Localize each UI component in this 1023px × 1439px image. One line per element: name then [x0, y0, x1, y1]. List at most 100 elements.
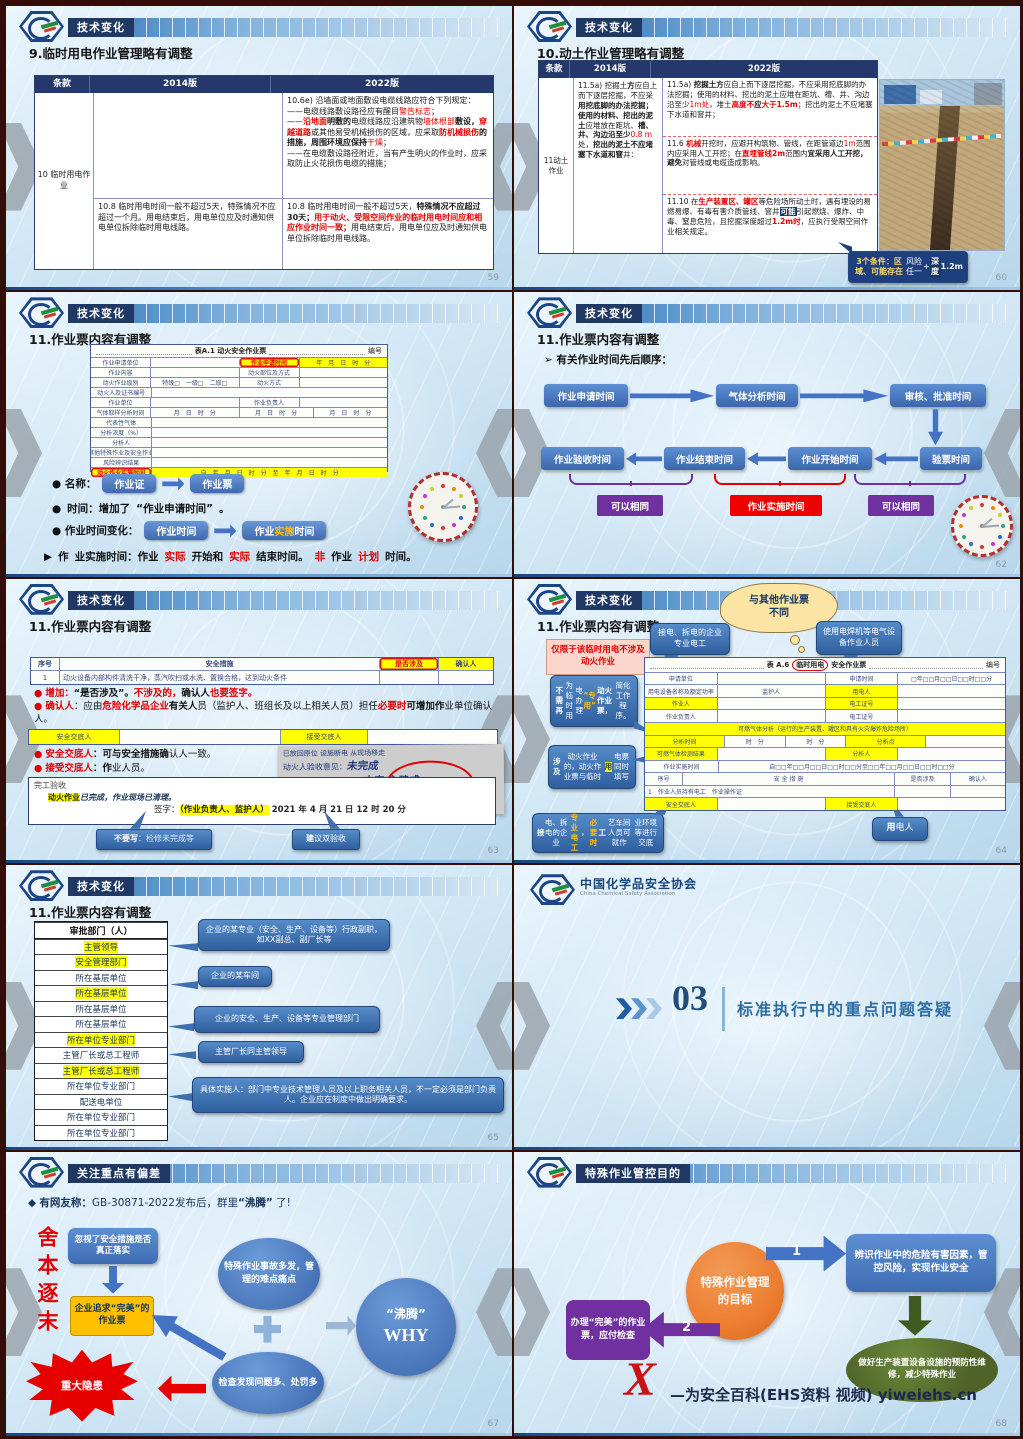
td-measure: 动火设备内部构件清洗干净，蒸汽吹扫或水洗、置换合格，达到动火条件 — [59, 671, 379, 684]
list-item: 所在基层单位 — [35, 1016, 167, 1032]
form-cell — [716, 710, 825, 722]
netizen-quote: ◆ 有网友称：GB-30871-2022发布后，群里“沸腾” 了! — [28, 1196, 291, 1209]
form-cell — [949, 785, 1006, 798]
slide-header-label: 技术变化 — [68, 877, 134, 897]
form-cell: 时 分 — [723, 735, 785, 748]
form-cell: 月 日 时 分 — [238, 408, 313, 418]
header-bar — [68, 590, 498, 610]
double-check-callout: 建议双验收 — [292, 828, 360, 850]
form-title-suffix: 安全作业票 — [831, 660, 867, 669]
new-name-button: 作业票 — [190, 474, 245, 494]
form-cell: 风险辨识结果 — [103, 460, 140, 468]
form-cell — [897, 710, 1005, 722]
perfect-ticket-box: 企业追求“完美”的作业票 — [70, 1295, 154, 1336]
col-header-2022: 2022版 — [650, 61, 877, 78]
power-user-callout: 用电人 — [872, 816, 928, 841]
callout-pointer — [168, 943, 198, 952]
accidents-ellipse: 特殊作业事故多发，管理的难点痛点 — [218, 1237, 320, 1310]
form-cell: □年□□月□□日□□时□□分 — [897, 672, 1005, 685]
form-cell: 安全交底人 — [645, 798, 717, 810]
watermark-text: —为安全百科(EHS资料 视频) yiweiehs.cn — [670, 1385, 977, 1404]
form-cell: 序号 — [657, 776, 670, 784]
form-cell: 动火作业级别 — [102, 380, 139, 388]
td-index: 1 — [42, 673, 48, 682]
form-cell: 作业申请单位 — [102, 360, 139, 368]
section-title: 标准执行中的重点问题答疑 — [737, 1000, 954, 1020]
csa-logo-icon — [527, 583, 572, 615]
form-cell: 用电设备名称及额定功率 — [647, 688, 714, 696]
callout-chief: 主管厂长同主管领导 — [198, 1041, 304, 1064]
brace-left — [569, 474, 693, 487]
chevron-accent-icon — [616, 998, 632, 1020]
form-cell — [716, 697, 825, 710]
csa-logo-icon — [530, 874, 575, 906]
wf-line: 动火作业已完成，作业现场已清理。 — [48, 792, 176, 802]
list-item: 审批部门（人） — [35, 922, 167, 939]
slide-header-label: 技术变化 — [576, 590, 642, 610]
divider-bar — [722, 987, 725, 1032]
list-item: 所在基层单位 — [35, 985, 167, 1001]
form-number-label: 编号 — [986, 660, 1001, 669]
list-item: 主管领导 — [35, 938, 167, 955]
header-bar — [68, 1163, 498, 1183]
callout-pointer — [170, 981, 198, 990]
header-bar — [576, 18, 1006, 37]
photo-equipment — [974, 83, 1002, 106]
slide-header-label: 特殊作业管控目的 — [576, 1163, 690, 1183]
form-title-prefix: 表 A.6 — [766, 660, 790, 669]
form-cell: 年 月 日 时 分 — [298, 358, 387, 368]
form-cell: 作业人 — [645, 697, 717, 710]
wf-label: 完工验收 — [34, 780, 66, 790]
clock-image — [408, 472, 478, 543]
callout-workshop: 企业的某车间 — [198, 966, 272, 988]
chevron-right-decor-icon — [984, 981, 1020, 1070]
bullet-confirmer: ● 确认人：应由危险化学品企业有关人员（监护人、班组长及以上相关人员）担任必要时… — [34, 700, 492, 725]
chevron-right-decor-icon — [476, 1268, 512, 1357]
arrow-left-icon — [626, 452, 662, 466]
arrow-right-icon — [800, 389, 888, 403]
form-cell — [151, 438, 387, 448]
form-cell: 作业实施时间 — [663, 763, 700, 771]
cell-2022-b: 11.6 机械开挖时，应避开构筑物、管线，在距管道边1m范围内应采用人工开挖；在… — [663, 135, 877, 195]
arrow-right-icon — [326, 1315, 356, 1336]
form-cell: 动火部位及方式 — [238, 368, 299, 378]
form-cell: 监护人 — [716, 685, 825, 697]
slide-title: 11.作业票内容有调整 — [537, 618, 660, 634]
callout-pointer — [168, 1051, 196, 1060]
slide-59: 技术变化 9.临时用电作业管理略有调整 条款 2014版 2022版 10 临时… — [6, 6, 512, 291]
time-change-label: ● 作业时间变化： — [52, 525, 139, 538]
slide-header-label: 技术变化 — [576, 304, 642, 324]
old-time-button: 作业时间 — [144, 521, 209, 541]
form-cell: 动火人及证书编号 — [97, 390, 146, 398]
list-item: 所在单位专业部门 — [35, 1109, 167, 1125]
chevron-left-decor-icon — [514, 1268, 550, 1357]
sequence-bullet: ➢ 有关作业时间先后顺序： — [544, 354, 672, 367]
briefing-table: 安全交底人 接受交底人 — [28, 728, 498, 745]
form-cell: 月 日 时 分 — [312, 408, 387, 418]
row-label: 10 临时用电作业 — [35, 93, 94, 269]
form-title-ringed: 临时用电 — [792, 658, 829, 671]
form-cell — [298, 378, 388, 388]
header-bar — [68, 18, 498, 37]
chevron-left-decor-icon — [6, 408, 42, 497]
form-cell — [897, 697, 1005, 710]
callout-pointer — [168, 1023, 194, 1032]
form-cell: 气体取样分析时间 — [96, 410, 145, 418]
form-cell — [150, 398, 239, 408]
csa-logo-icon — [19, 583, 64, 615]
welder-callout: 使用电焊机等电气设备作业人员 — [816, 620, 902, 655]
cell-2022-2: 10.8 临时用电时间一般不超过5天，特殊情况不应超过30天；用于动火、受限空间… — [287, 202, 487, 243]
form-cell: 接受交底人 — [824, 798, 898, 810]
form-cell: 分析点 — [845, 735, 926, 748]
form-cell — [716, 798, 825, 810]
csa-logo-icon — [19, 11, 64, 42]
scope-note: 仅限于该临时用电不涉及动火作业 — [546, 638, 650, 675]
association-name-en: China Chemical Safety Association — [580, 891, 676, 898]
flow-node-check-ticket-time: 验票时间 — [920, 447, 982, 471]
flow-node-accept-time: 作业验收时间 — [541, 447, 624, 471]
col-header-2014: 2014版 — [569, 61, 650, 78]
header-bar — [68, 877, 498, 897]
slide-header-label: 关注重点有偏差 — [68, 1163, 170, 1183]
slide-header-label: 技术变化 — [68, 18, 134, 37]
csa-logo-icon — [527, 11, 572, 42]
